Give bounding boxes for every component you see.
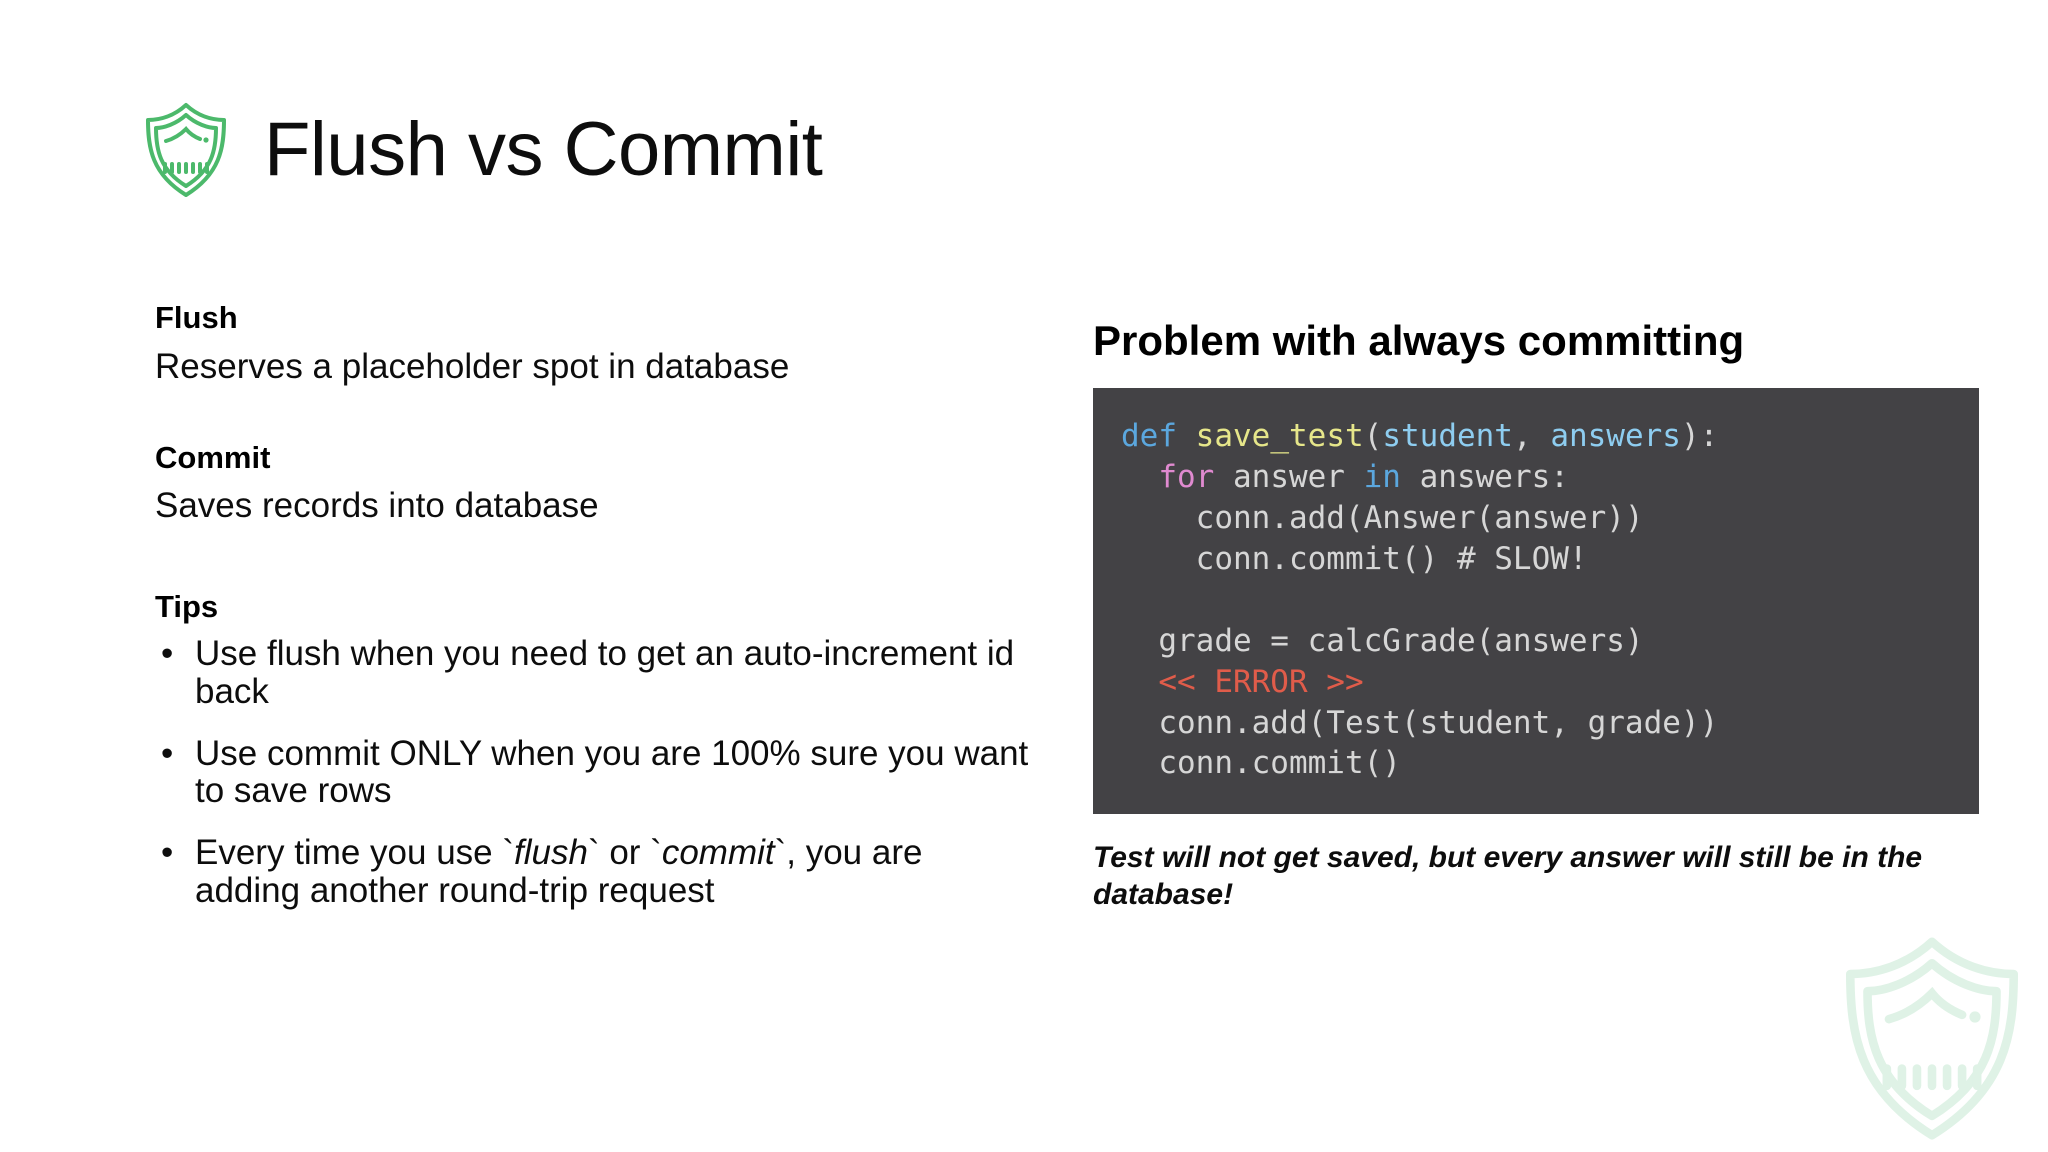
code-line: def save_test(student, answers):	[1121, 416, 1979, 457]
tip-text: Use flush when you need to get an auto-i…	[195, 634, 1014, 711]
tip-list-item: • Use flush when you need to get an auto-…	[155, 635, 1035, 711]
code-token: save_test	[1195, 418, 1364, 455]
code-line: grade = calcGrade(answers)	[1121, 621, 1979, 662]
tip-text-run: ` or `	[587, 833, 662, 873]
code-caption: Test will not get saved, but every answe…	[1093, 841, 1923, 911]
code-line	[1121, 580, 1979, 621]
tip-code-term: flush	[514, 833, 588, 873]
code-token: conn.add(Answer(answer))	[1121, 500, 1644, 536]
spacer	[155, 527, 1035, 589]
code-token: ):	[1680, 418, 1719, 455]
code-token: (	[1363, 418, 1383, 455]
code-token: ,	[1512, 418, 1551, 455]
code-token: in	[1363, 459, 1401, 496]
tip-text: Every time you use `flush` or `commit`, …	[195, 833, 922, 910]
code-token	[1177, 418, 1196, 454]
left-content-column: Flush Reserves a placeholder spot in dat…	[155, 300, 1035, 910]
code-token: conn.commit() # SLOW!	[1121, 540, 1588, 577]
tip-list-item: • Use commit ONLY when you are 100% sure …	[155, 733, 1035, 811]
tip-text-run: Use commit ONLY when you are 100% sure y…	[195, 733, 1029, 811]
code-token: conn.commit()	[1121, 745, 1401, 782]
problem-heading: Problem with always committing	[1093, 317, 1745, 364]
tips-list: • Use flush when you need to get an auto-…	[155, 635, 1035, 910]
right-content-column: Problem with always committing def save_…	[1093, 317, 1993, 914]
code-line: conn.commit()	[1121, 743, 1979, 784]
code-token	[1121, 459, 1158, 495]
spacer	[155, 388, 1035, 440]
code-line: conn.add(Answer(answer))	[1121, 498, 1979, 539]
page-title: Flush vs Commit	[264, 107, 823, 192]
code-token: answers	[1550, 418, 1681, 455]
code-token: student	[1382, 418, 1513, 455]
section-commit: Commit Saves records into database	[155, 440, 1035, 528]
code-token: def	[1121, 418, 1177, 455]
code-line: << ERROR >>	[1121, 662, 1979, 703]
tip-code-term: commit	[661, 833, 775, 873]
code-token: << ERROR >>	[1121, 663, 1364, 700]
shield-icon	[146, 103, 226, 197]
code-token: for	[1158, 459, 1215, 496]
code-token: grade = calcGrade(answers)	[1121, 622, 1644, 659]
bullet-dot-icon: •	[161, 733, 174, 773]
tip-text: Use commit ONLY when you are 100% sure y…	[195, 734, 1028, 811]
code-line: for answer in answers:	[1121, 457, 1979, 498]
code-line: conn.add(Test(student, grade))	[1121, 703, 1979, 744]
tip-text-run: Use flush when you need to get an auto-i…	[195, 633, 1015, 711]
section-flush: Flush Reserves a placeholder spot in dat…	[155, 300, 1035, 388]
tip-text-run: `, you are adding another round-trip req…	[195, 833, 923, 910]
slide-title-row: Flush vs Commit	[140, 100, 823, 200]
bullet-dot-icon: •	[161, 833, 174, 873]
code-token: answers:	[1400, 459, 1569, 496]
bullet-dot-icon: •	[161, 633, 174, 673]
section-heading-tips: Tips	[155, 589, 219, 625]
code-token: answer	[1214, 459, 1364, 496]
code-token: conn.add(Test(student, grade))	[1121, 704, 1719, 741]
section-heading-flush: Flush	[155, 300, 238, 335]
code-block: def save_test(student, answers): for ans…	[1093, 388, 1979, 815]
code-line: conn.commit() # SLOW!	[1121, 539, 1979, 580]
section-heading-commit: Commit	[155, 439, 271, 475]
tip-list-item: • Every time you use `flush` or `commit`,…	[155, 834, 1035, 910]
section-body-commit: Saves records into database	[155, 486, 599, 526]
section-tips: Tips • Use flush when you need to get an …	[155, 589, 1035, 909]
tip-text-run: Every time you use `	[195, 833, 514, 873]
section-body-flush: Reserves a placeholder spot in database	[155, 346, 790, 386]
shield-watermark-icon	[1846, 937, 2018, 1140]
